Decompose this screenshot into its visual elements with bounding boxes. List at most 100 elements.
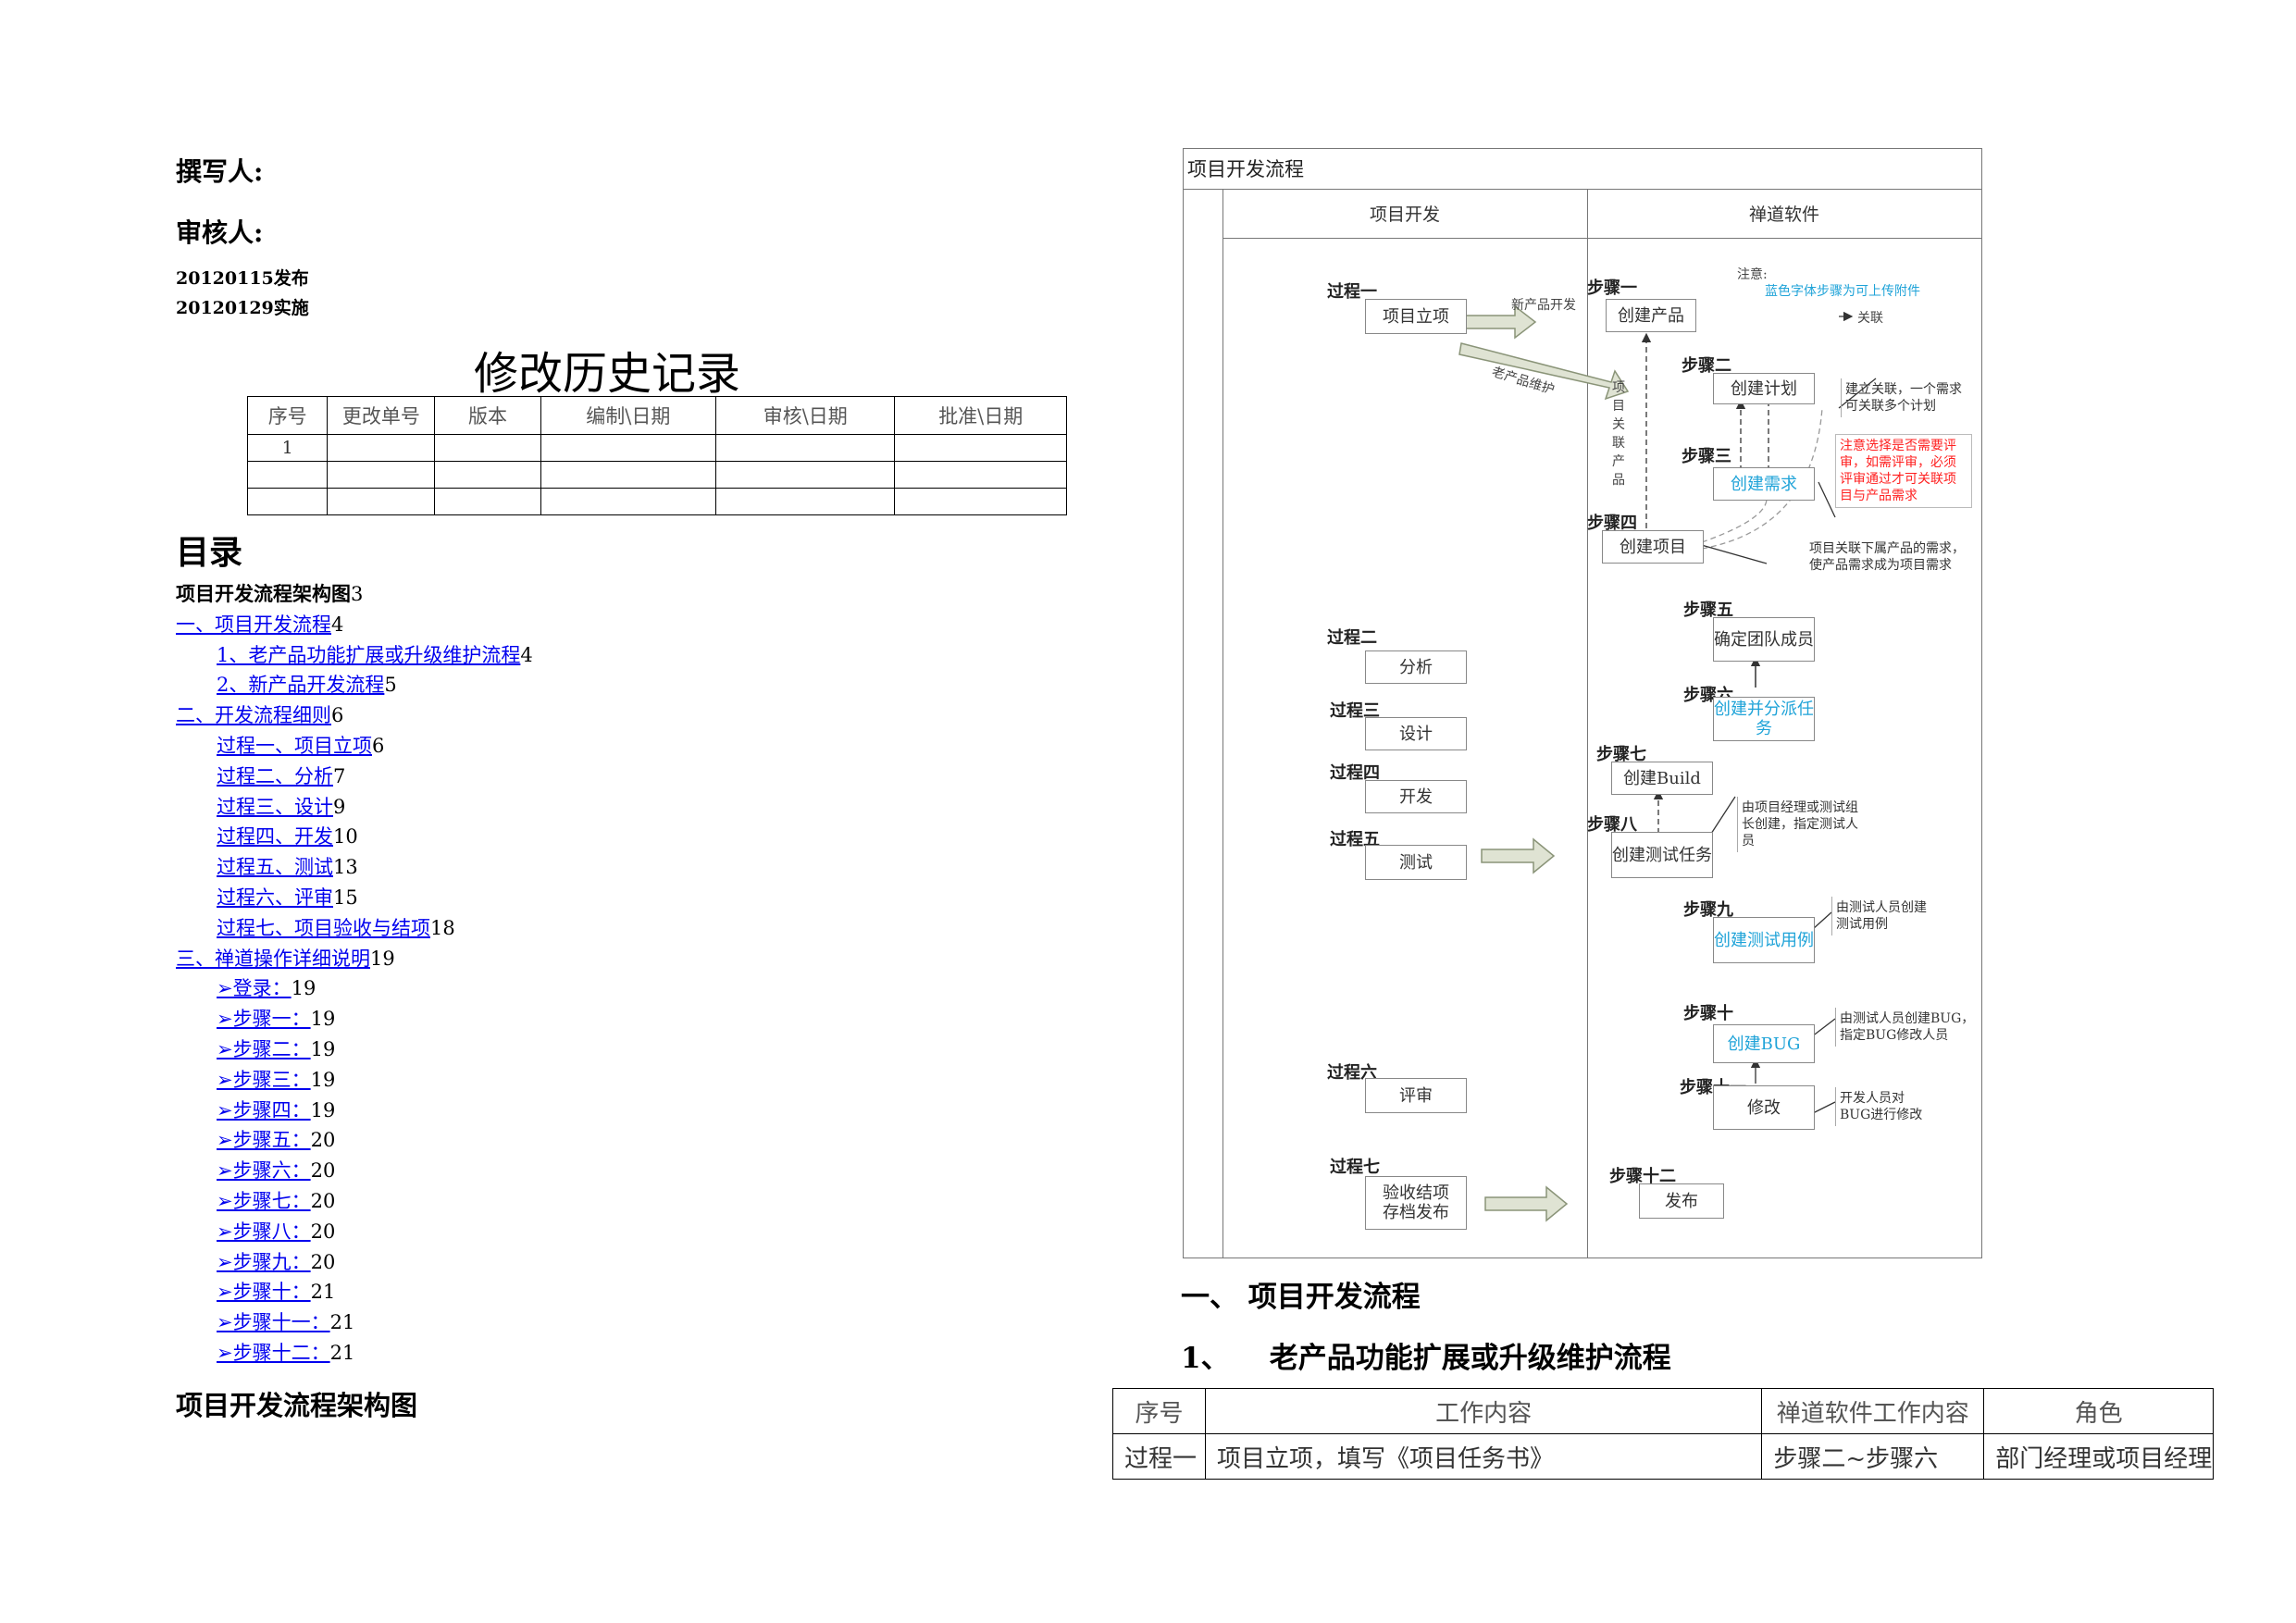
toc-entry-text[interactable]: ➢步骤四：: [217, 1098, 311, 1121]
note-bug: 由测试人员创建BUG，指定BUG修改人员: [1835, 1008, 1979, 1047]
toc-entry[interactable]: ➢步骤一：19: [217, 1004, 335, 1034]
revision-cell[interactable]: [327, 488, 436, 515]
revision-cell[interactable]: 1: [246, 434, 329, 462]
process-box[interactable]: 测试: [1365, 845, 1467, 880]
toc-entry[interactable]: 三、禅道操作详细说明19: [176, 944, 395, 973]
process-box[interactable]: 设计: [1365, 717, 1467, 750]
toc-entry[interactable]: 过程三、设计9: [217, 792, 345, 822]
toc-entry-text[interactable]: ➢步骤一：: [217, 1008, 311, 1031]
revision-header-cell: 批准\日期: [894, 396, 1067, 435]
revision-cell[interactable]: [540, 488, 717, 515]
step-box[interactable]: 发布: [1639, 1183, 1724, 1219]
toc-entry-text[interactable]: ➢步骤十二：: [217, 1342, 330, 1364]
revision-cell[interactable]: [715, 488, 896, 515]
step-box[interactable]: 创建产品: [1606, 299, 1696, 332]
toc-entry-text[interactable]: ➢步骤六：: [217, 1159, 311, 1183]
revision-cell[interactable]: [246, 488, 329, 515]
toc-entry-text[interactable]: 过程三、设计: [217, 795, 333, 818]
toc-entry[interactable]: 过程四、开发10: [217, 822, 358, 851]
toc-page-number: 19: [310, 1068, 336, 1091]
step-box[interactable]: 创建并分派任务: [1713, 697, 1815, 741]
revision-cell[interactable]: [327, 434, 436, 462]
toc-entry-text[interactable]: ➢步骤八：: [217, 1220, 311, 1243]
toc-entry-text[interactable]: 三、禅道操作详细说明: [176, 947, 370, 970]
process-box[interactable]: 分析: [1365, 650, 1467, 684]
toc-entry[interactable]: 过程二、分析7: [217, 762, 345, 791]
task-cell: 项目立项，填写《项目任务书》: [1204, 1433, 1763, 1480]
toc-entry[interactable]: ➢步骤九：20: [217, 1247, 335, 1277]
toc-page-number: 20: [310, 1159, 336, 1183]
toc-entry-text[interactable]: ➢登录：: [217, 977, 292, 1000]
revision-cell[interactable]: [715, 461, 896, 489]
revision-cell[interactable]: [327, 461, 436, 489]
step-box[interactable]: 创建需求: [1713, 467, 1815, 501]
toc-page-number: 5: [384, 674, 397, 697]
table-row: [246, 461, 1067, 489]
toc-entry[interactable]: 过程七、项目验收与结项18: [217, 913, 455, 943]
revision-cell[interactable]: [434, 488, 541, 515]
toc-entry-text[interactable]: 一、项目开发流程: [176, 613, 331, 636]
revision-cell[interactable]: [540, 434, 717, 462]
toc-entry-text[interactable]: ➢步骤七：: [217, 1190, 311, 1212]
toc-entry[interactable]: ➢步骤四：19: [217, 1096, 335, 1125]
process-box[interactable]: 评审: [1365, 1078, 1467, 1113]
toc-entry[interactable]: ➢步骤七：20: [217, 1186, 335, 1216]
toc-entry-text[interactable]: 过程五、测试: [217, 856, 333, 879]
step-box[interactable]: 修改: [1713, 1085, 1815, 1130]
revision-cell[interactable]: [540, 461, 717, 489]
toc-entry[interactable]: 过程一、项目立项6: [217, 731, 384, 761]
revision-cell[interactable]: [894, 434, 1067, 462]
toc-entry-text[interactable]: ➢步骤三：: [217, 1068, 311, 1091]
toc-entry-text[interactable]: 过程七、项目验收与结项: [217, 916, 430, 939]
process-box[interactable]: 项目立项: [1365, 299, 1467, 334]
step-box[interactable]: 创建BUG: [1713, 1024, 1815, 1063]
toc-entry[interactable]: ➢步骤十一：21: [217, 1307, 354, 1337]
revision-cell[interactable]: [715, 434, 896, 462]
toc-entry[interactable]: ➢步骤二：19: [217, 1035, 335, 1064]
revision-cell[interactable]: [434, 461, 541, 489]
revision-cell[interactable]: [434, 434, 541, 462]
toc-entry[interactable]: ➢步骤八：20: [217, 1217, 335, 1246]
toc-entry-text[interactable]: 二、开发流程细则: [176, 704, 331, 727]
step-box[interactable]: 创建项目: [1602, 530, 1704, 564]
revision-cell[interactable]: [246, 461, 329, 489]
toc-entry-text[interactable]: 过程四、开发: [217, 825, 333, 849]
step-box[interactable]: 创建测试用例: [1713, 917, 1815, 963]
process-box[interactable]: 开发: [1365, 780, 1467, 813]
toc-entry[interactable]: ➢步骤六：20: [217, 1156, 335, 1185]
toc-entry-text[interactable]: ➢步骤十一：: [217, 1311, 330, 1334]
toc-entry[interactable]: 二、开发流程细则6: [176, 700, 343, 730]
step-box[interactable]: 创建测试任务: [1611, 832, 1713, 878]
toc-entry-text[interactable]: 过程六、评审: [217, 886, 333, 909]
toc-entry[interactable]: ➢登录：19: [217, 973, 316, 1003]
toc-entry-text[interactable]: ➢步骤五：: [217, 1129, 311, 1152]
note-testcase: 由测试人员创建测试用例: [1831, 897, 1940, 935]
toc-entry[interactable]: 1、老产品功能扩展或升级维护流程4: [217, 640, 533, 670]
step-label: 步骤十: [1683, 1004, 1733, 1023]
toc-entry[interactable]: 2、新产品开发流程5: [217, 670, 397, 700]
toc-entry-text[interactable]: 过程二、分析: [217, 764, 333, 787]
toc-entry[interactable]: ➢步骤十二：21: [217, 1338, 354, 1368]
toc-entry[interactable]: ➢步骤十：21: [217, 1277, 335, 1307]
step-box[interactable]: 确定团队成员: [1713, 617, 1815, 662]
step-box[interactable]: 创建Build: [1611, 762, 1713, 795]
toc-entry-text[interactable]: 过程一、项目立项: [217, 735, 372, 757]
toc-entry[interactable]: 一、项目开发流程4: [176, 610, 343, 639]
process-box[interactable]: 验收结项 存档发布: [1365, 1176, 1467, 1230]
toc-entry-text[interactable]: ➢步骤九：: [217, 1250, 311, 1273]
toc-entry-text[interactable]: 2、新产品开发流程: [217, 674, 385, 697]
toc-entry[interactable]: 过程五、测试13: [217, 852, 358, 882]
revision-cell[interactable]: [894, 461, 1067, 489]
toc-entry-text[interactable]: 1、老产品功能扩展或升级维护流程: [217, 643, 521, 666]
step-box[interactable]: 创建计划: [1713, 373, 1815, 404]
toc-entry[interactable]: ➢步骤三：19: [217, 1065, 335, 1095]
toc-entry[interactable]: ➢步骤五：20: [217, 1125, 335, 1155]
note-fix: 开发人员对BUG进行修改: [1835, 1087, 1936, 1126]
revision-cell[interactable]: [894, 488, 1067, 515]
process-label: 过程七: [1330, 1158, 1380, 1177]
toc-entry-text[interactable]: ➢步骤十：: [217, 1281, 311, 1304]
toc-entry-text[interactable]: ➢步骤二：: [217, 1038, 311, 1060]
toc-entry[interactable]: 过程六、评审15: [217, 883, 358, 912]
step-label: 步骤九: [1683, 900, 1733, 920]
toc-page-number: 15: [333, 886, 358, 909]
